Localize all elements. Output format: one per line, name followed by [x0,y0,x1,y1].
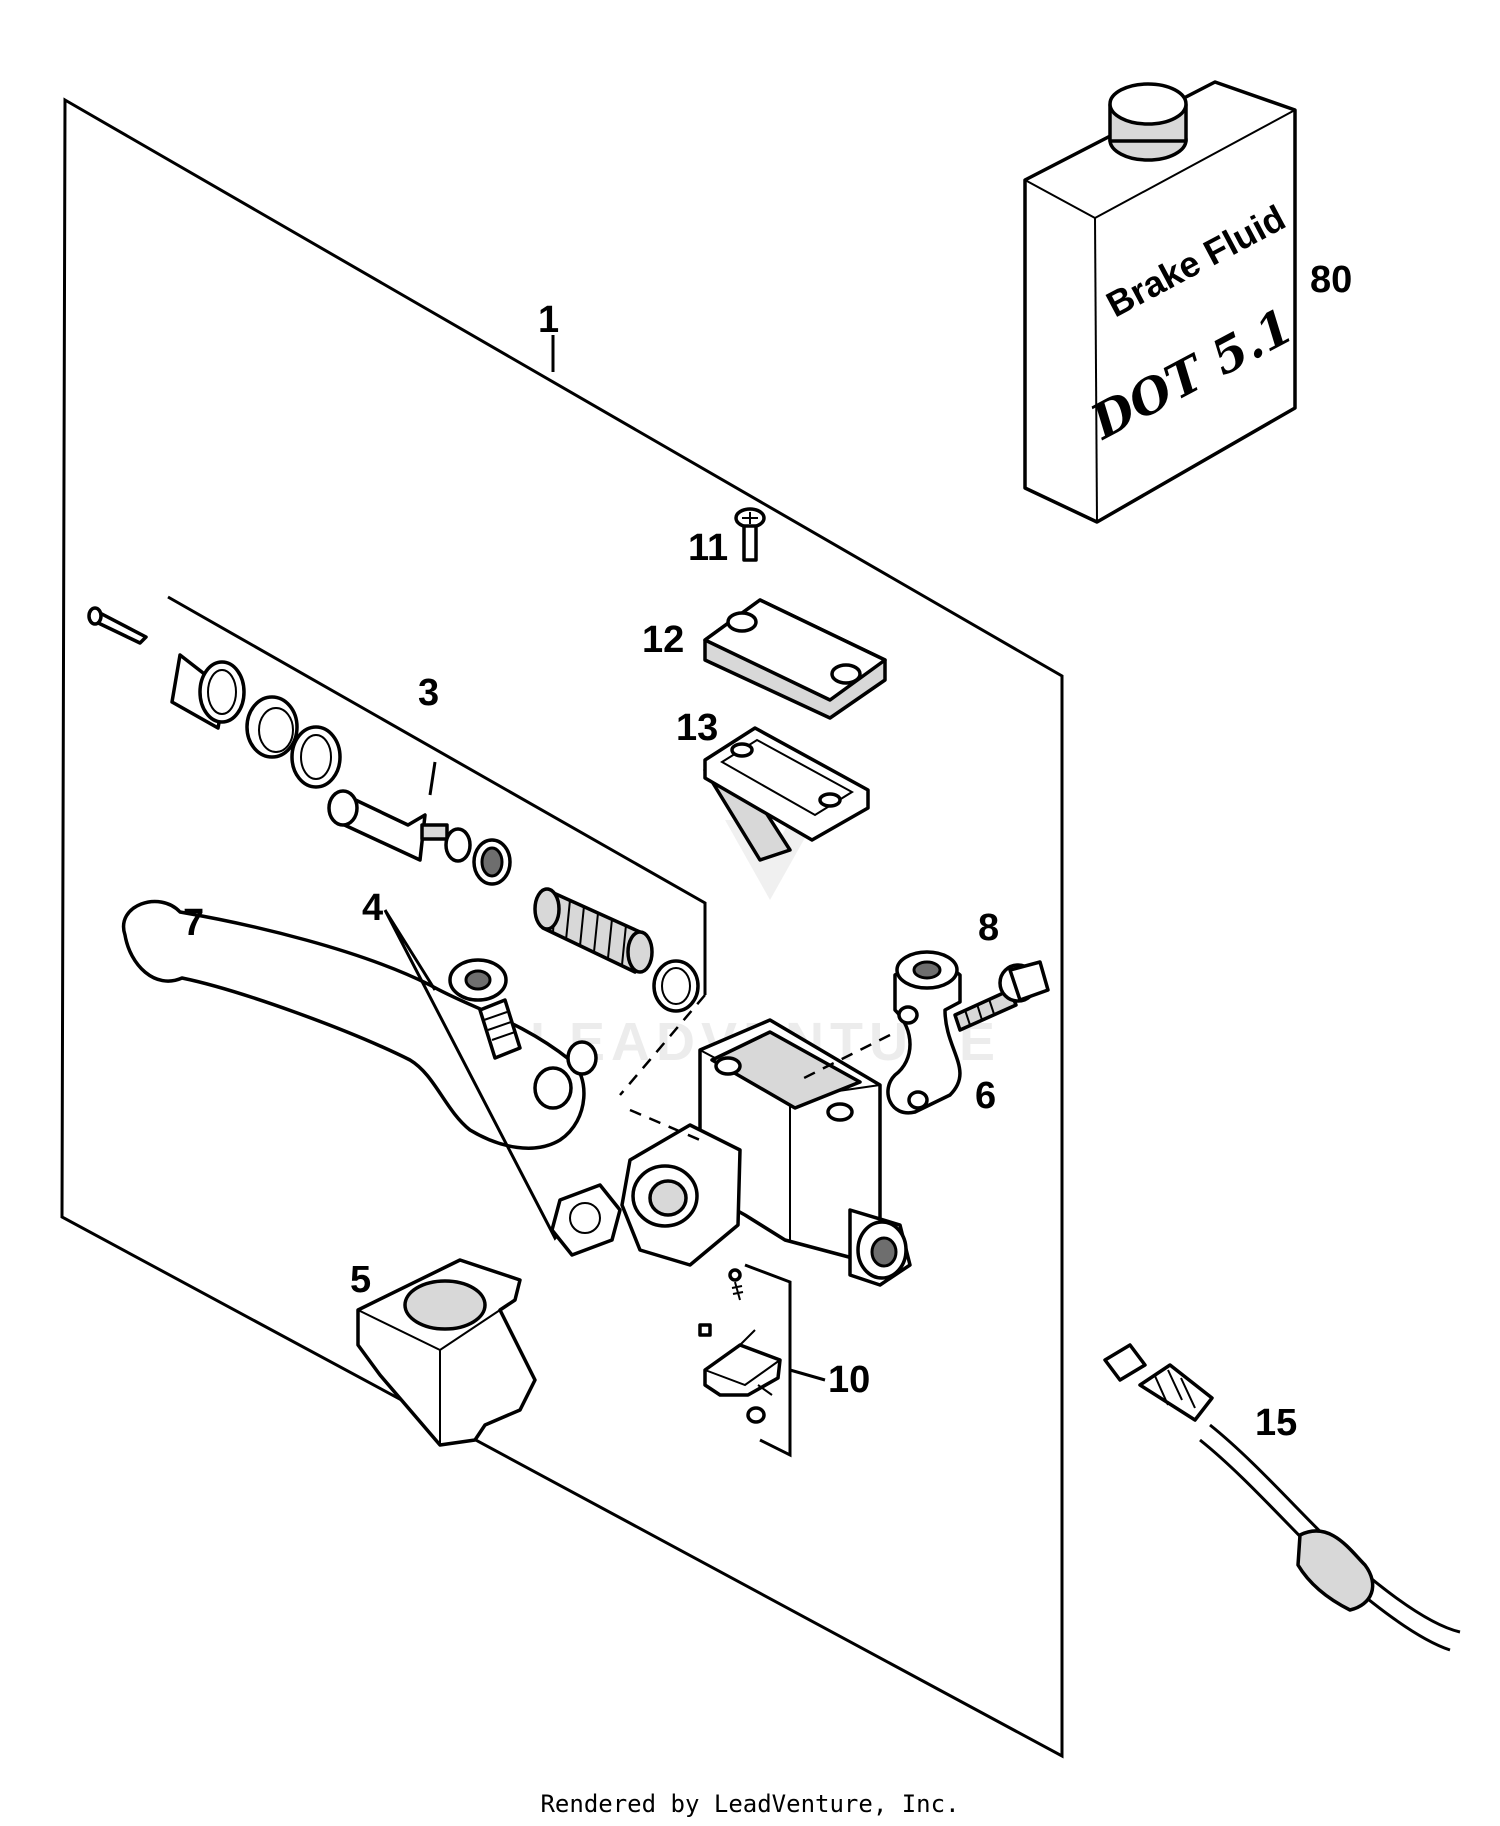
assembly-frame [60,97,1064,1759]
master-cylinder-body [620,1018,912,1287]
lever-guard [356,1258,537,1447]
reservoir-diaphragm [703,726,870,862]
callout-10: 10 [828,1359,870,1401]
clamp-bolt [953,960,1050,1032]
brake-light-switch [698,1268,782,1424]
callout-6: 6 [975,1075,996,1117]
piston-kit-bracket [167,595,707,995]
pivot-nut [550,1183,622,1257]
callout-12: 12 [642,619,684,661]
brake-line [1103,1343,1461,1652]
switch-kit-bracket [744,1263,826,1458]
pivot-bolt [448,958,522,1060]
hand-lever [121,899,598,1150]
callout-13: 13 [676,707,718,749]
callout-4: 4 [362,887,383,929]
handlebar-clamp [886,950,962,1115]
assembly-guide-lines [619,994,891,1142]
return-spring [533,887,654,974]
footer-credit: Rendered by LeadVenture, Inc. [540,1790,960,1818]
piston-kit [87,606,700,1013]
callout-1: 1 [538,299,559,341]
callout-5: 5 [350,1259,371,1301]
callout-3: 3 [418,672,439,714]
callout-8: 8 [978,907,999,949]
brake-fluid-bottle [1023,80,1297,524]
callout-80: 80 [1310,259,1352,301]
callout-7: 7 [183,902,204,944]
callout-15: 15 [1255,1402,1297,1444]
reservoir-cover-screw [734,507,766,562]
reservoir-cover [703,598,887,720]
callout-11: 11 [688,527,728,569]
